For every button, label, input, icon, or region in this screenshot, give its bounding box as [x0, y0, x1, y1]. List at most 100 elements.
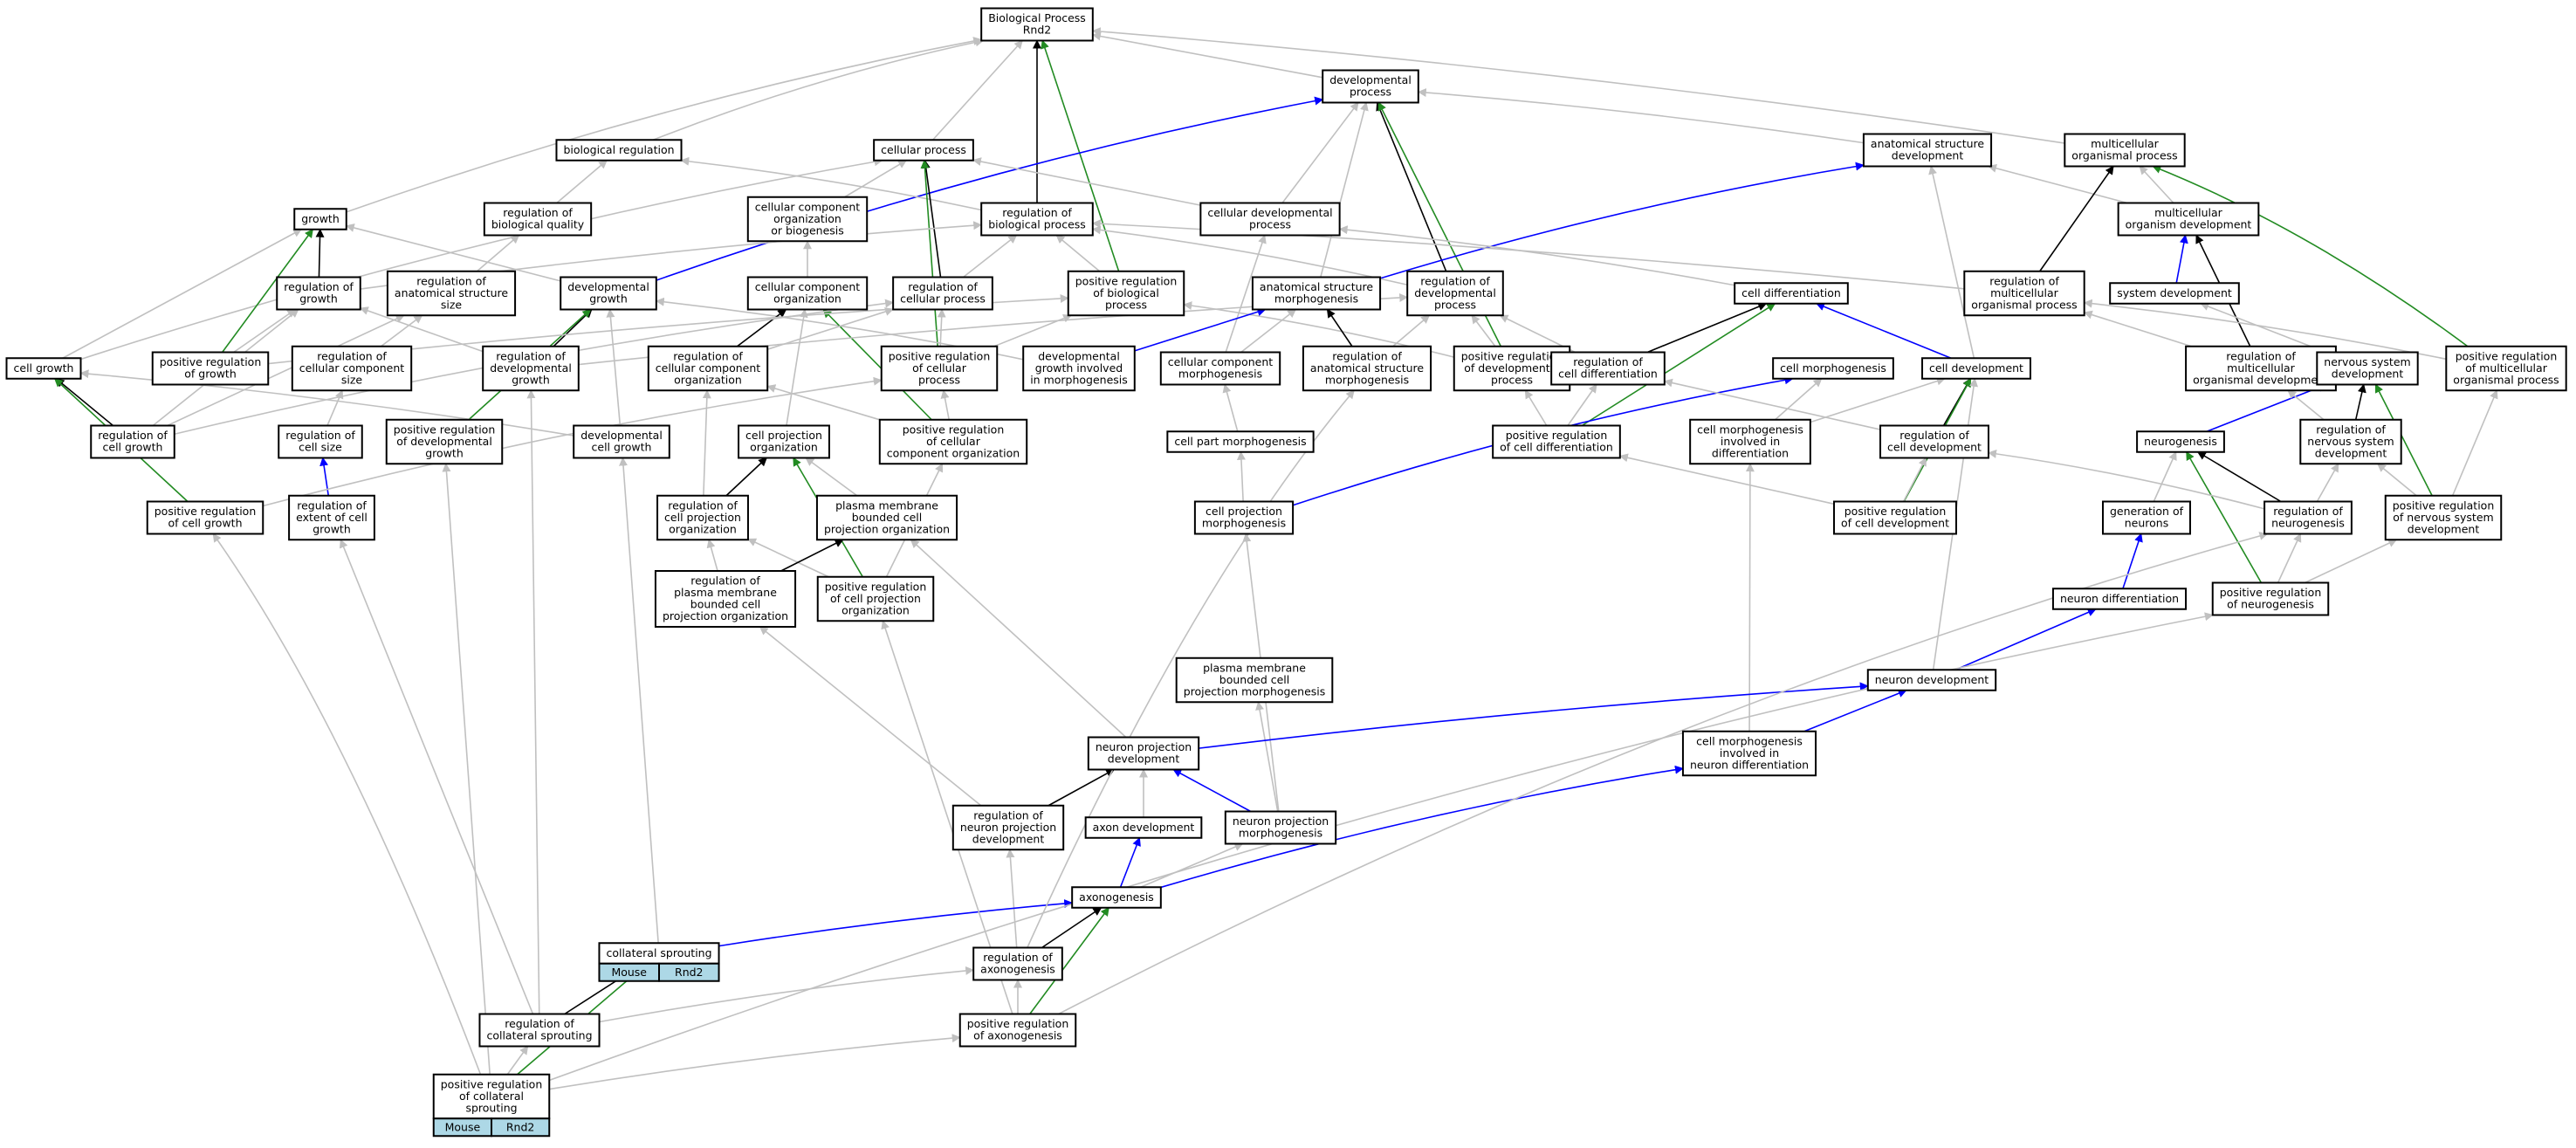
go-term-label: biological regulation [563, 143, 674, 156]
go-term-label: neuron projection [960, 821, 1056, 834]
go-term-box [1879, 424, 1989, 459]
edge-is-a [2083, 299, 2447, 361]
go-term-box [654, 570, 797, 628]
go-term-box [278, 424, 363, 459]
edge-line [263, 376, 883, 507]
edge-line [2153, 450, 2177, 502]
edge-part-of [1326, 308, 1353, 347]
edge-line [1055, 234, 1101, 272]
go-term-label: multicellular [2154, 206, 2223, 219]
go-term-celldiff: cell differentiation [1734, 282, 1849, 305]
edge-line [548, 612, 2214, 1082]
go-term-box [2136, 430, 2225, 453]
edge-line [1745, 463, 1755, 732]
edge-is-a [2153, 450, 2177, 502]
edge-is-a [1281, 101, 1359, 203]
go-term-label: involved in [1720, 746, 1779, 760]
go-term-box [146, 500, 264, 535]
go-term-label: cellular developmental [1207, 206, 1332, 219]
edge-line [1091, 31, 1323, 79]
edge-is-a [380, 314, 423, 347]
go-term-label: of biological [1093, 286, 1159, 299]
edge-is-a [62, 229, 303, 359]
edge-line [759, 626, 982, 807]
go-term-label: regulation of [284, 280, 354, 293]
go-term-box [293, 208, 347, 230]
edge-part-of [2196, 451, 2282, 503]
edge-line [2200, 302, 2326, 354]
go-term-label: of cell differentiation [1500, 441, 1613, 454]
edge-line [2139, 165, 2174, 204]
edge-line [1928, 165, 1975, 359]
edge-line [1902, 457, 1927, 502]
edge-line [1041, 907, 1103, 949]
edge-line [1119, 836, 1141, 888]
go-term-label: anatomical structure [1310, 361, 1424, 375]
go-term-label: anatomical structure [1260, 280, 1373, 293]
edge-is-a [1320, 101, 1369, 278]
go-term-box [483, 202, 593, 237]
edge-regulates-sub [1172, 768, 1252, 813]
go-term-box [1406, 270, 1504, 317]
go-term-box [573, 424, 670, 459]
go-term-label: morphogenesis [1239, 827, 1322, 840]
edge-line [1663, 378, 1881, 430]
edge-regulates-sub [1379, 162, 1865, 279]
go-term-label: organization [750, 441, 818, 454]
edge-line [1338, 225, 1735, 286]
edge-line [1160, 765, 1684, 889]
edge-line [1255, 701, 1279, 812]
go-term-label: sprouting [465, 1101, 517, 1114]
go-term-label: axonogenesis [1079, 890, 1154, 904]
go-term-label: growth [313, 522, 351, 535]
go-term-label: process [1105, 298, 1147, 311]
go-term-box [647, 345, 769, 392]
edge-line [921, 159, 942, 278]
edge-part-of [1376, 101, 1447, 272]
go-term-box [1166, 430, 1315, 453]
go-term-label: anatomical structure [1871, 137, 1984, 150]
edge-part-of [55, 378, 114, 427]
annotation-tag-rnd2: Rnd2 [658, 962, 720, 982]
go-term-label: plasma membrane [674, 586, 777, 599]
go-term-label: positive regulation [155, 505, 257, 518]
go-term-box [2316, 351, 2419, 386]
go-term-label: cell differentiation [1741, 286, 1841, 299]
go-term-label: morphogenesis [1202, 517, 1286, 530]
go-term-label: cell morphogenesis [1780, 361, 1886, 375]
go-term-label: organismal development [2193, 373, 2329, 386]
go-term-label: size [341, 373, 363, 386]
go-term-box [1689, 418, 1811, 465]
edge-line [556, 160, 608, 204]
edge-positively-regulates [2374, 383, 2433, 497]
edge-is-a [940, 389, 950, 420]
edge-is-a [1810, 376, 1946, 423]
go-term-label: plasma membrane [1203, 661, 1306, 674]
edge-line [1091, 225, 1408, 286]
edge-is-a [1055, 234, 1101, 272]
go-term-label: cellular process [900, 292, 986, 306]
go-term-label: involved in [1721, 435, 1780, 448]
go-term-label: developmental [1414, 286, 1496, 299]
edge-line [2196, 451, 2282, 503]
edge-line [822, 308, 932, 421]
go-term-label: process [1249, 218, 1291, 231]
edge-is-a [1091, 27, 2065, 144]
go-term-box [555, 139, 683, 162]
edge-is-a [1988, 163, 2128, 204]
go-term-axonogenesis: axonogenesis [1071, 886, 1162, 909]
go-term-label: multicellular [2091, 137, 2160, 150]
edge-is-a [326, 389, 344, 426]
go-term-label: bounded cell [690, 598, 760, 611]
